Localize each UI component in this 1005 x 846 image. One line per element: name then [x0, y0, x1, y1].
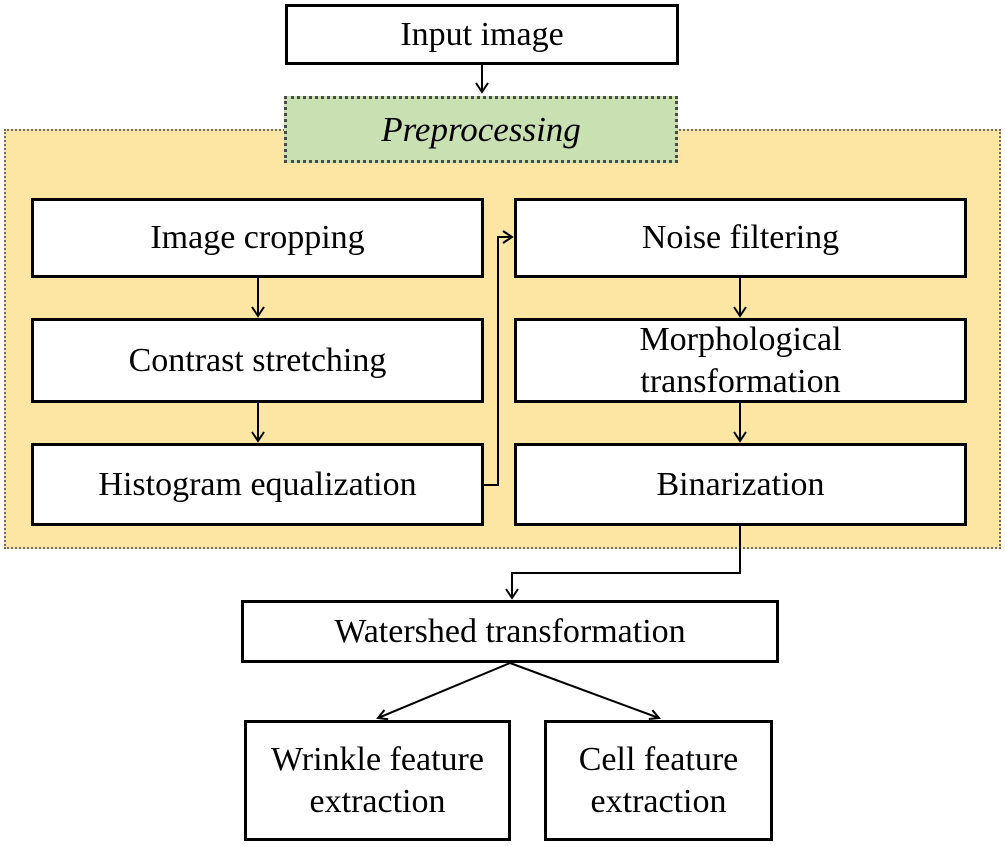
- arrowhead-input-to-preprocessing: [475, 82, 489, 94]
- input-image-label: Input image: [400, 15, 564, 53]
- arrowhead-watershed-to-cell: [648, 709, 662, 720]
- cell-feature-extraction-label: Cell feature extraction: [578, 741, 739, 820]
- binarization-label: Binarization: [656, 465, 825, 503]
- cell-feature-extraction-node: Cell feature extraction: [544, 720, 773, 841]
- morphological-transformation-label: Morphological transformation: [639, 321, 842, 400]
- arrow-watershed-to-cell: [509, 662, 660, 719]
- morphological-transformation-node: Morphological transformation: [514, 318, 967, 403]
- input-image-node: Input image: [285, 4, 679, 65]
- arrowhead-watershed-to-wrinkle: [376, 709, 389, 721]
- contrast-stretching-node: Contrast stretching: [31, 318, 484, 403]
- histogram-equalization-label: Histogram equalization: [98, 465, 417, 503]
- noise-filtering-node: Noise filtering: [514, 198, 967, 278]
- image-cropping-node: Image cropping: [31, 198, 484, 278]
- arrowhead-binarization-to-watershed: [505, 588, 519, 600]
- watershed-transformation-node: Watershed transformation: [241, 600, 779, 663]
- arrow-watershed-to-wrinkle: [377, 662, 511, 719]
- preprocessing-label-node: Preprocessing: [284, 96, 678, 163]
- wrinkle-feature-extraction-node: Wrinkle feature extraction: [244, 720, 511, 841]
- binarization-node: Binarization: [514, 443, 967, 526]
- watershed-transformation-label: Watershed transformation: [334, 612, 686, 650]
- noise-filtering-label: Noise filtering: [641, 219, 840, 257]
- histogram-equalization-node: Histogram equalization: [31, 443, 484, 526]
- preprocessing-label: Preprocessing: [381, 109, 581, 149]
- wrinkle-feature-extraction-label: Wrinkle feature extraction: [271, 741, 484, 820]
- contrast-stretching-label: Contrast stretching: [128, 341, 387, 379]
- image-cropping-label: Image cropping: [150, 219, 365, 257]
